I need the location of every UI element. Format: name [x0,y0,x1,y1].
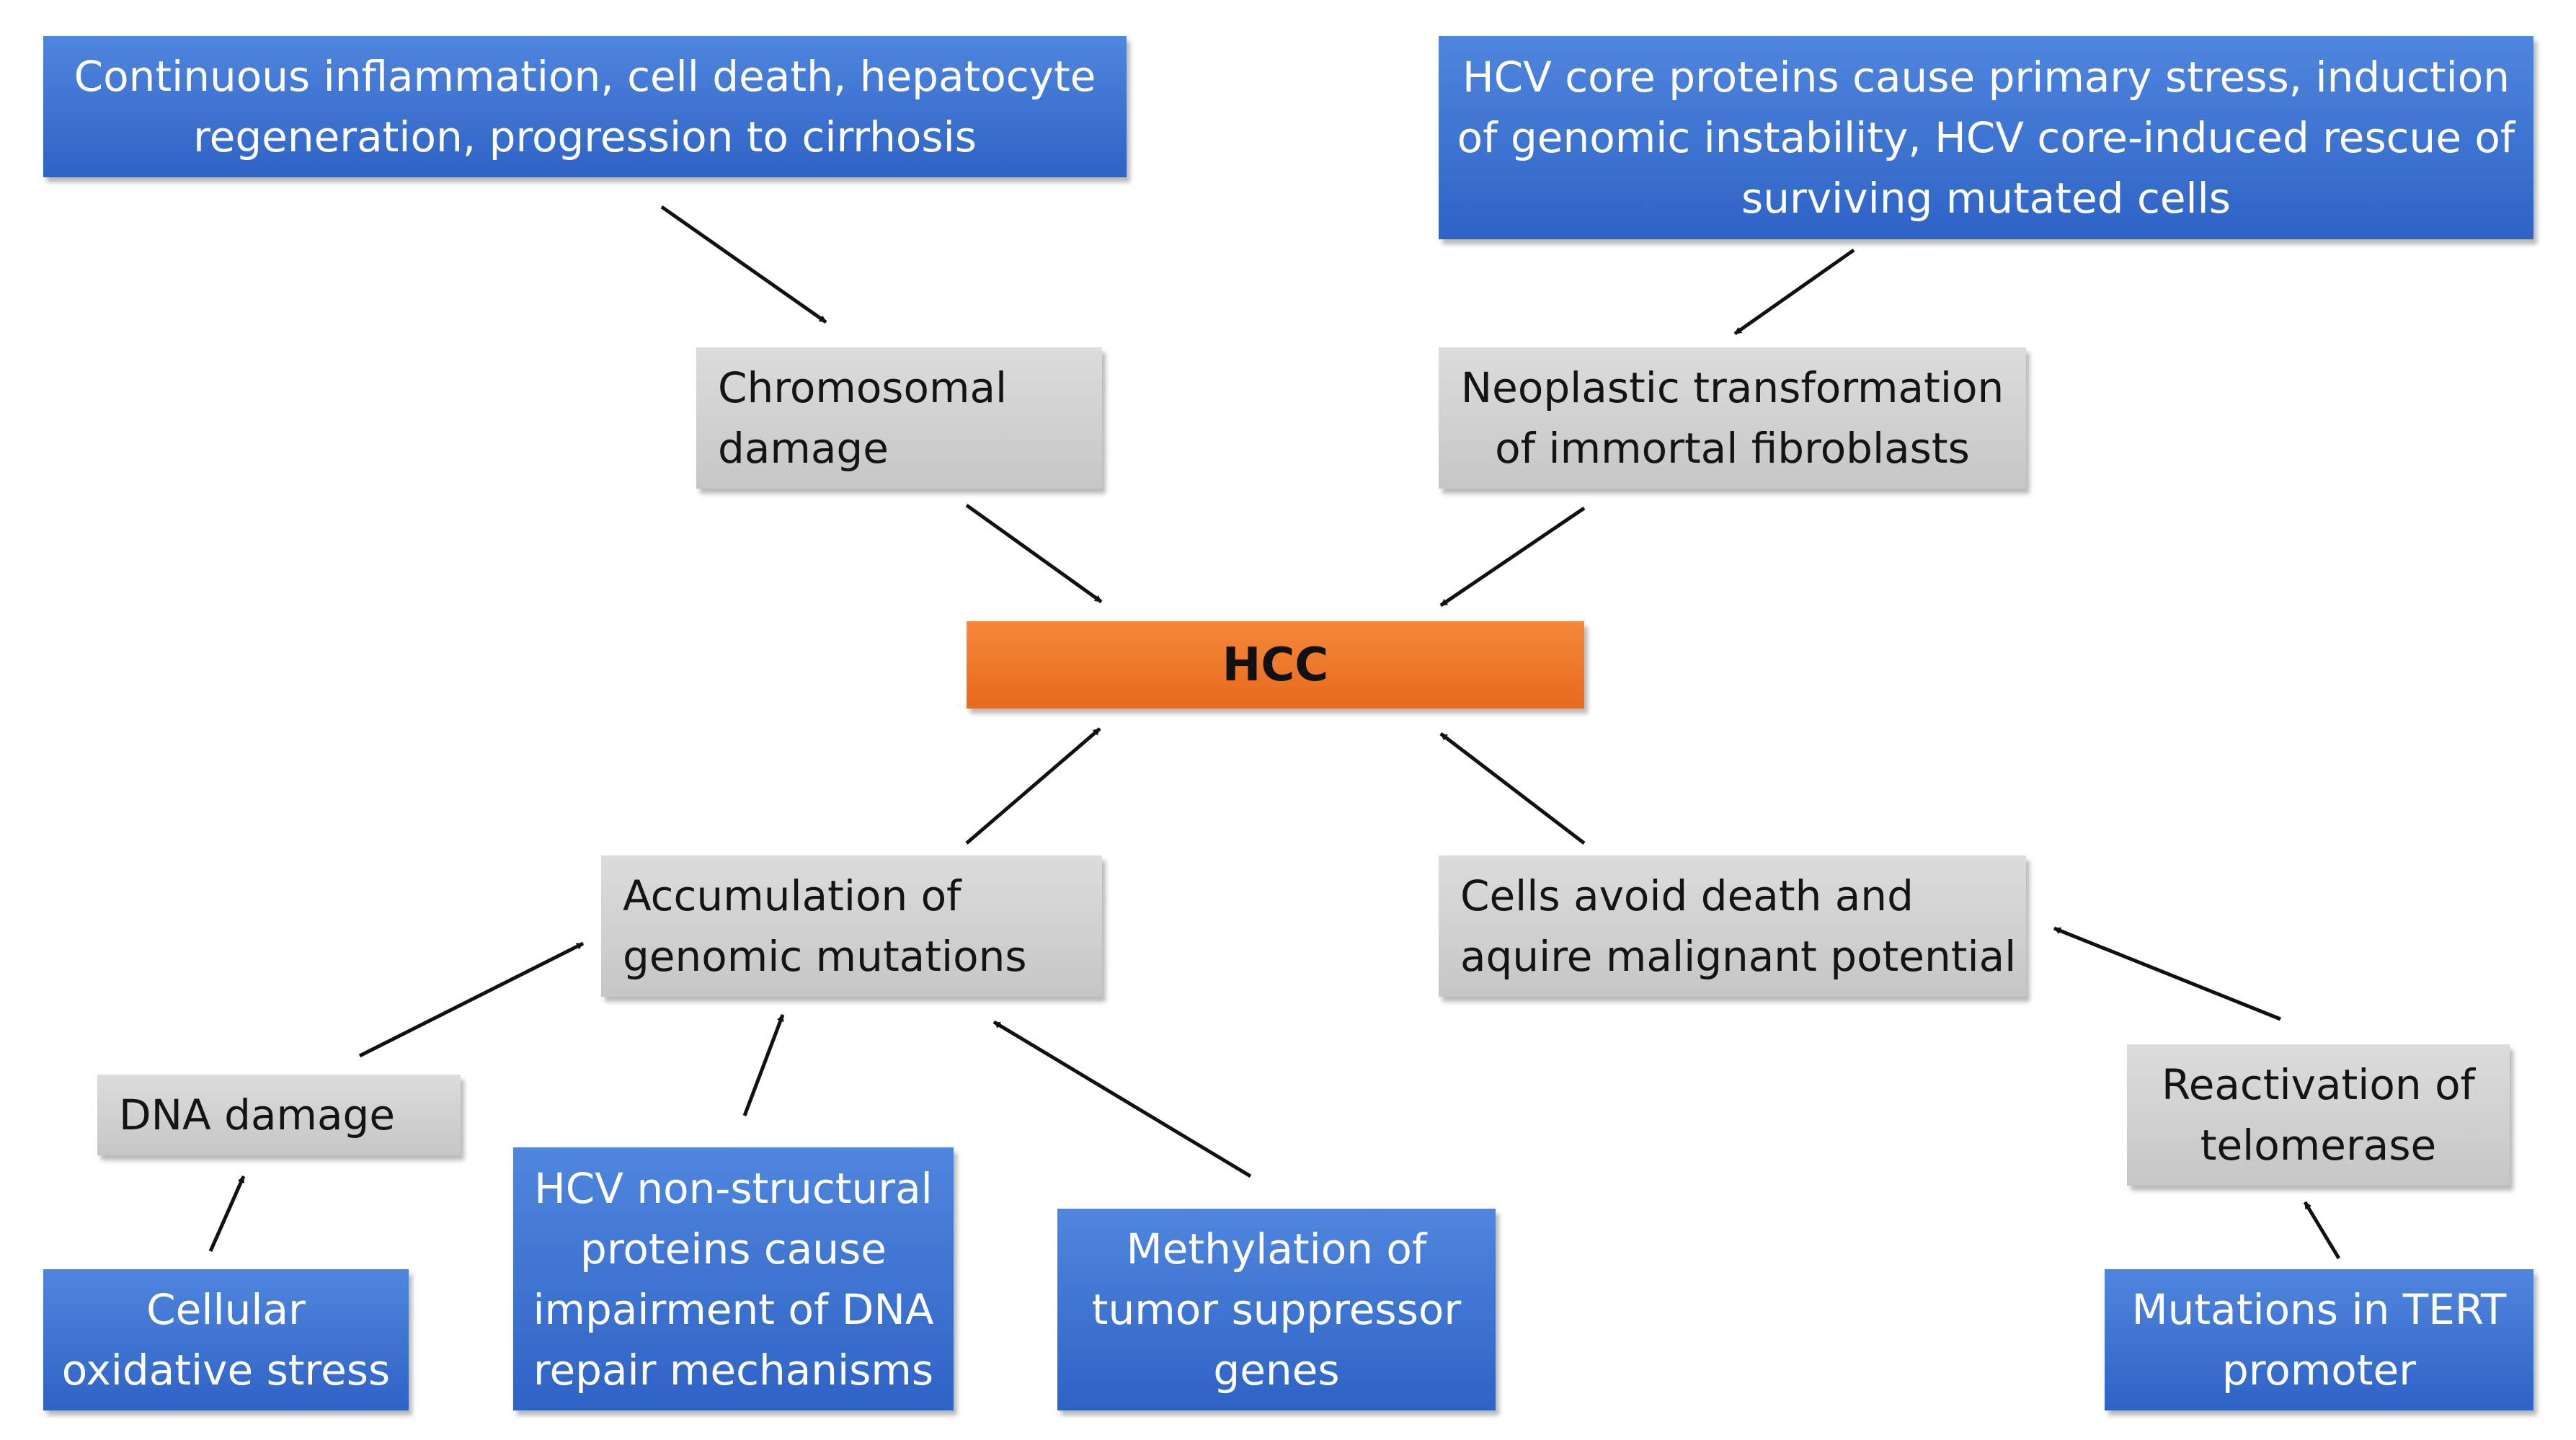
arrow-accumulation-to-hcc [965,727,1101,845]
node-accumulation: Accumulation of genomic mutations [601,855,1102,997]
node-telomerase: Reactivation of telomerase [2127,1044,2510,1186]
node-dna-damage: DNA damage [97,1075,461,1155]
arrow-methylation-to-accumulation [992,1020,1252,1178]
node-hcv-core: HCV core proteins cause primary stress, … [1439,36,2533,239]
node-chromosomal-damage: Chromosomal damage [696,347,1102,489]
arrow-hcv-nonstructural-to-accumulation [742,1014,785,1116]
arrow-hcv-core-to-neoplastic [1733,248,1855,336]
node-hcc-label: HCC [1222,638,1329,692]
node-oxidative-stress-label: Cellular oxidative stress [61,1285,391,1395]
node-hcv-core-label: HCV core proteins cause primary stress, … [1457,53,2515,223]
node-hcv-nonstructural-label: HCV non-structural proteins cause impair… [533,1163,934,1395]
node-tert-mutations: Mutations in TERT promoter [2105,1269,2533,1410]
arrow-cells-avoid-to-hcc [1439,732,1586,845]
node-oxidative-stress: Cellular oxidative stress [43,1269,409,1410]
arrow-telomerase-to-cells-avoid [2053,926,2281,1021]
arrow-tert-to-telomerase [2303,1201,2341,1260]
node-neoplastic-transformation: Neoplastic transformation of immortal fi… [1439,347,2026,489]
node-accumulation-label: Accumulation of genomic mutations [623,871,1027,981]
node-inflammation-label: Continuous inflammation, cell death, hep… [74,52,1096,161]
arrow-oxidative-to-dna-damage [208,1175,246,1253]
node-neoplastic-transformation-label: Neoplastic transformation of immortal fi… [1460,363,2004,473]
node-methylation: Methylation of tumor suppressor genes [1057,1209,1496,1410]
arrow-dna-damage-to-accumulation [358,941,585,1058]
arrow-chromosomal-to-hcc [965,503,1103,604]
arrow-inflammation-to-chromosomal [660,205,827,324]
node-hcc: HCC [967,621,1584,708]
node-hcv-nonstructural: HCV non-structural proteins cause impair… [513,1147,954,1410]
node-tert-mutations-label: Mutations in TERT promoter [2131,1285,2507,1395]
node-telomerase-label: Reactivation of telomerase [2162,1060,2475,1170]
node-cells-avoid-death-label: Cells avoid death and aquire malignant p… [1460,871,2017,981]
node-inflammation: Continuous inflammation, cell death, hep… [43,36,1127,177]
arrow-neoplastic-to-hcc [1439,506,1586,608]
node-dna-damage-label: DNA damage [119,1090,396,1139]
node-cells-avoid-death: Cells avoid death and aquire malignant p… [1439,855,2026,997]
node-methylation-label: Methylation of tumor suppressor genes [1091,1225,1462,1395]
node-chromosomal-damage-label: Chromosomal damage [718,363,1008,473]
